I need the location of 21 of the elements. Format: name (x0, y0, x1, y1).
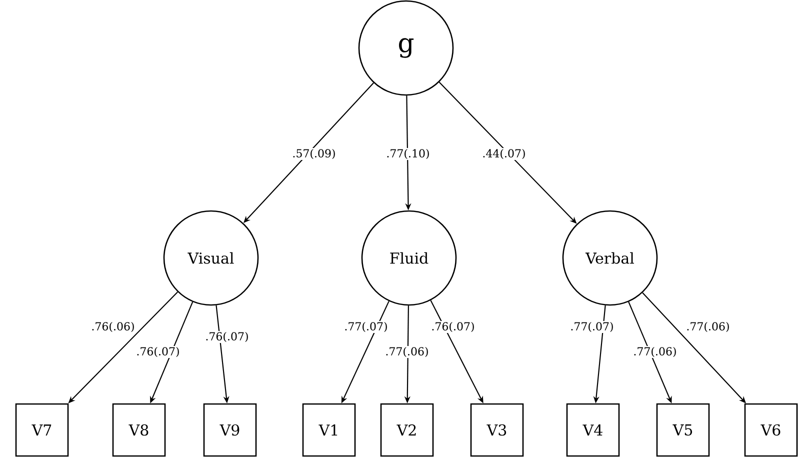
edge-label: .77(.06) (384, 346, 430, 358)
edge-label: .76(.07) (204, 330, 250, 344)
observed-box: V2 (380, 403, 434, 457)
edge-label: .76(.07) (135, 346, 181, 358)
edge-label: .57(.09) (291, 148, 337, 160)
edge-label: .77(.06) (632, 346, 678, 358)
observed-box: V9 (203, 403, 257, 457)
edge-label: .44(.07) (481, 148, 527, 160)
edge-label: .76(.06) (90, 320, 136, 334)
observed-box: V4 (566, 403, 620, 457)
observed-box: V5 (656, 403, 710, 457)
edge-label: .77(.07) (343, 320, 389, 334)
edge-label: .77(.10) (385, 148, 431, 160)
edge-label: .77(.06) (685, 320, 731, 334)
observed-box: V1 (302, 403, 356, 457)
observed-box: V6 (744, 403, 798, 457)
observed-box: V3 (470, 403, 524, 457)
observed-box: V8 (112, 403, 166, 457)
edge-label: .76(.07) (430, 320, 476, 334)
edge-label: .77(.07) (569, 320, 615, 334)
observed-box: V7 (15, 403, 69, 457)
